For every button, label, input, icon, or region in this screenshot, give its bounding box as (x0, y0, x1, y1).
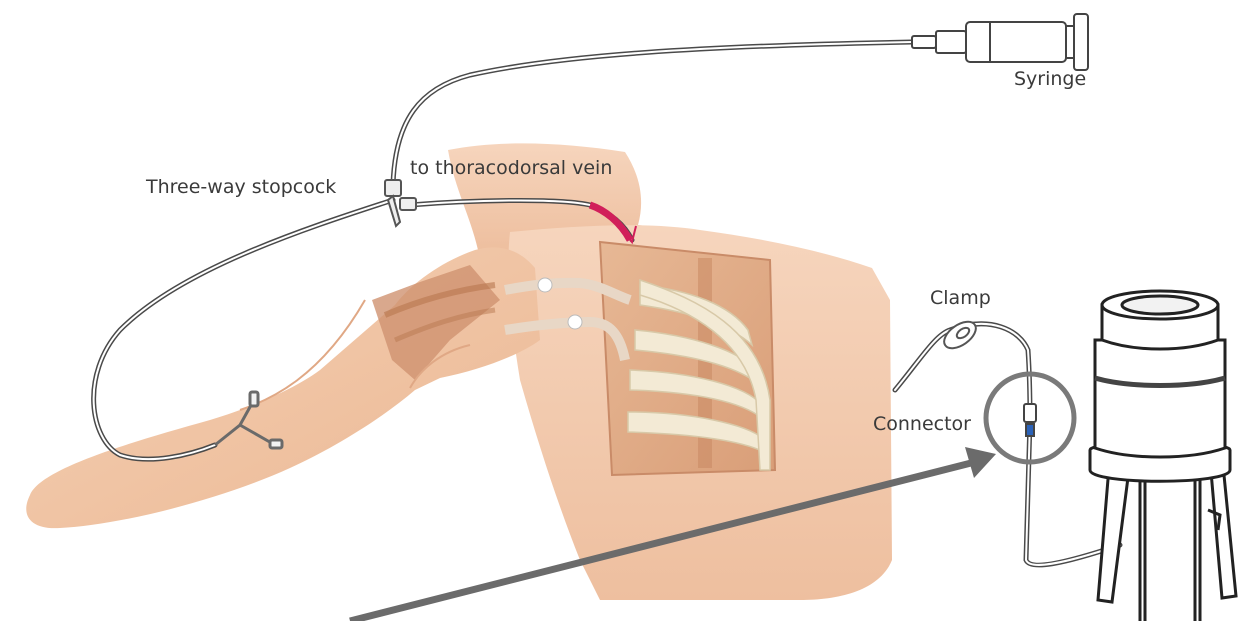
reservoir-stand-icon (1090, 291, 1236, 621)
syringe-label: Syringe (1014, 68, 1086, 90)
torso-model (448, 143, 892, 600)
clamp-label: Clamp (930, 287, 991, 309)
connector-label: Connector (873, 413, 971, 435)
vein-label: to thoracodorsal vein (410, 157, 612, 179)
syringe-icon (912, 14, 1088, 70)
stopcock-icon (385, 180, 416, 226)
arm-model (26, 247, 540, 528)
connector-icon (1024, 404, 1036, 436)
stopcock-label: Three-way stopcock (146, 176, 336, 198)
